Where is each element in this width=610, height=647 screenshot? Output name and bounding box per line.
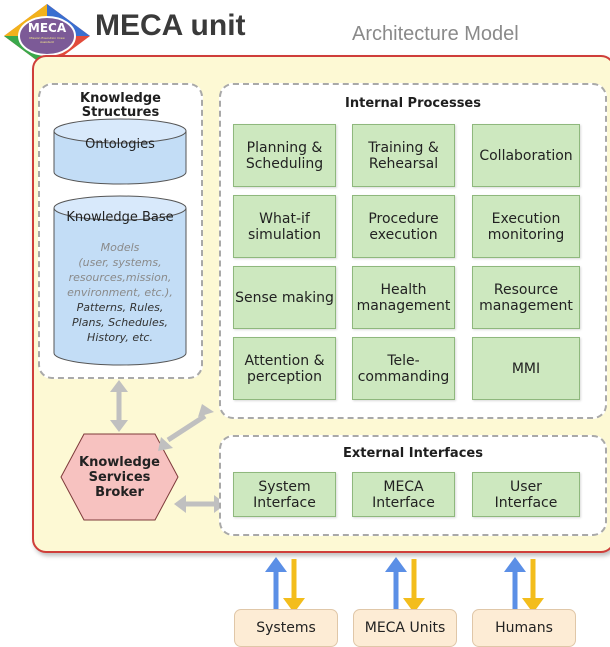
- knowledge-structures-title: Knowledge Structures: [80, 91, 161, 120]
- process-what-if-simulation: What-if simulation: [233, 195, 336, 258]
- entity-humans: Humans: [472, 609, 576, 647]
- system-interface: System Interface: [233, 472, 336, 517]
- ontologies-label: Ontologies: [85, 137, 155, 152]
- broker-label: Knowledge Services Broker: [79, 455, 160, 500]
- internal-processes-title: Internal Processes: [345, 96, 481, 111]
- broker-hexagon: [60, 433, 179, 521]
- process-health-management: Health management: [352, 266, 455, 329]
- process-resource-management: Resource management: [472, 266, 580, 329]
- external-interfaces-title: External Interfaces: [343, 446, 483, 461]
- logo-text: MECA: [27, 21, 67, 35]
- entity-systems: Systems: [234, 609, 338, 647]
- kb-models-line: Patterns, Rules,: [76, 301, 164, 314]
- kb-models-line: environment, etc.),: [67, 286, 173, 299]
- kb-models-line: (user, systems,: [78, 256, 162, 269]
- process-mmi: MMI: [472, 337, 580, 400]
- io-arrows: [265, 557, 544, 624]
- kb-models-line: Models: [100, 241, 140, 254]
- knowledge-base-cylinder: [53, 195, 187, 366]
- logo-small-text: Mission Execution Crew Assistant: [29, 36, 65, 44]
- process-tele-commanding: Tele- commanding: [352, 337, 455, 400]
- kb-models-line: History, etc.: [87, 331, 153, 344]
- ontologies-cylinder: [53, 118, 187, 185]
- connector-arrows: [110, 380, 226, 513]
- process-collaboration: Collaboration: [472, 124, 580, 187]
- page-subtitle: Architecture Model: [352, 23, 519, 45]
- meca-interface: MECA Interface: [352, 472, 455, 517]
- entity-meca-units: MECA Units: [353, 609, 457, 647]
- knowledge-base-contents: Models (user, systems, resources,mission…: [54, 240, 186, 345]
- kb-models-line: resources,mission,: [68, 271, 172, 284]
- process-training-rehearsal: Training & Rehearsal: [352, 124, 455, 187]
- process-execution-monitoring: Execution monitoring: [472, 195, 580, 258]
- process-attention-perception: Attention & perception: [233, 337, 336, 400]
- process-procedure-execution: Procedure execution: [352, 195, 455, 258]
- process-sense-making: Sense making: [233, 266, 336, 329]
- page-title: MECA unit: [95, 9, 246, 42]
- process-planning-scheduling: Planning & Scheduling: [233, 124, 336, 187]
- knowledge-base-label: Knowledge Base: [66, 210, 174, 225]
- kb-models-line: Plans, Schedules,: [72, 316, 168, 329]
- user-interface: User Interface: [472, 472, 580, 517]
